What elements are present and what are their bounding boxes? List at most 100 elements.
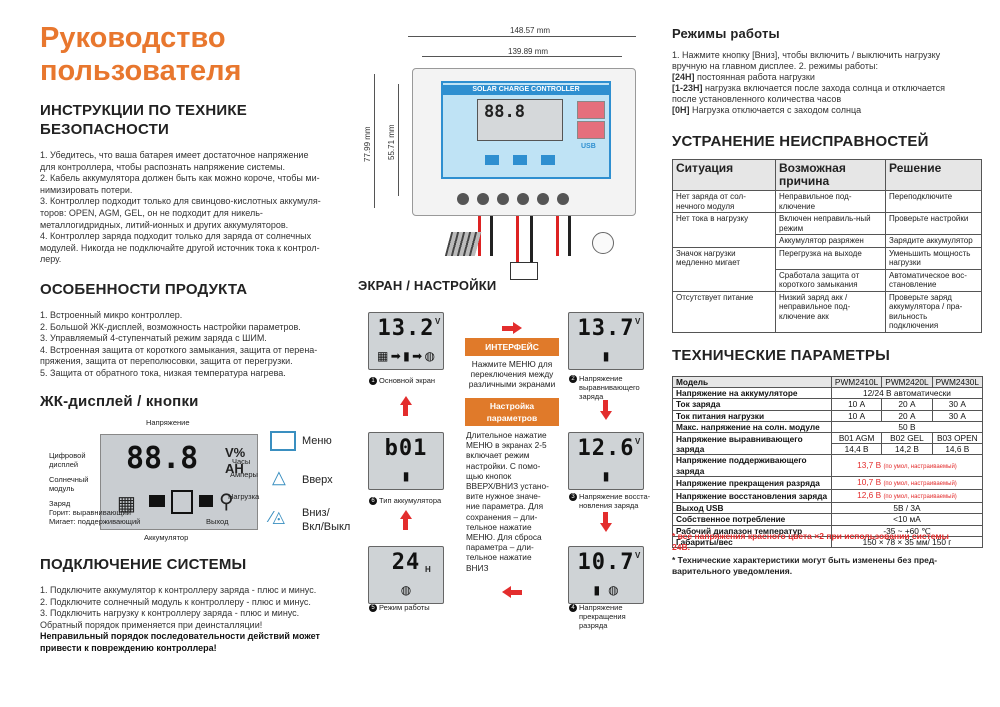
page-title: Руководство пользователя: [40, 22, 242, 87]
screen-4: 10.7 V ▮◍: [568, 546, 644, 604]
label-charge: Заряд: [49, 499, 71, 508]
lcd-panel: 88.8 V% AH ▦ ⚲: [100, 434, 258, 530]
solar-panel-icon: [444, 232, 482, 256]
controller-body: SOLAR CHARGE CONTROLLER 88.8 USB: [412, 68, 636, 216]
menu-button-icon: [270, 431, 296, 451]
label-voltage: Напряжение: [146, 418, 190, 427]
arrow-up-icon: [400, 510, 412, 519]
modes-heading: Режимы работы: [672, 26, 780, 41]
screen-3-unit: V: [635, 437, 641, 446]
label-load: Нагрузка: [228, 492, 260, 501]
arrow-down-icon: [600, 523, 612, 532]
usb-port-top: [577, 101, 605, 119]
screen-3-value: 12.6: [577, 436, 635, 461]
controller-lcd-value: 88.8: [484, 102, 525, 122]
up-button-label: Вверх: [302, 474, 333, 486]
controller-lcd: 88.8: [477, 99, 563, 141]
arrow-up-shaft: [403, 518, 408, 530]
battery-icon: ▮: [403, 349, 410, 363]
arrow-left-shaft: [510, 590, 522, 595]
screen-5-icons: ◍: [377, 581, 435, 599]
screen-3: 12.6 V ▮: [568, 432, 644, 490]
up-button-icon: △: [272, 467, 286, 487]
bulb-icon: ◍: [400, 583, 412, 597]
screen-2-unit: V: [635, 317, 641, 326]
safety-heading: ИНСТРУКЦИИ ПО ТЕХНИКЕ БЕЗОПАСНОСТИ: [40, 102, 247, 138]
modes-text: 1. Нажмите кнопку [Вниз], чтобы включить…: [672, 50, 945, 115]
connection-heading: ПОДКЛЮЧЕНИЕ СИСТЕМЫ: [40, 556, 247, 573]
menu-key-icon: [485, 155, 499, 165]
arrow-icon: ➡: [390, 349, 401, 363]
bulb-icon: ⚲: [219, 491, 234, 513]
screen-1-unit: V: [435, 317, 441, 326]
menu-button-label: Меню: [302, 435, 332, 447]
dim-height-inner: 55.71 mm: [387, 124, 396, 160]
screen-5-unit: H: [425, 565, 431, 574]
features-heading: ОСОБЕННОСТИ ПРОДУКТА: [40, 281, 248, 298]
arrow-out-icon: [199, 495, 213, 507]
column-header: Ситуация: [672, 159, 776, 191]
arrow-in-icon: [149, 495, 165, 507]
down-button-label: Вниз/Вкл/Выкл: [302, 507, 351, 533]
label-burning: Горит: выравнивающий: [49, 508, 131, 517]
bulb-icon: ◍: [424, 349, 435, 363]
specs-note-red: * все напряжения красного цвета ×2 при и…: [672, 531, 949, 552]
label-output: Выход: [206, 517, 229, 526]
down-button-icon: ⁄◬: [270, 509, 285, 526]
screen-5: 24 H ◍: [368, 546, 444, 604]
interface-label: ИНТЕРФЕЙС: [465, 338, 559, 356]
table-header-row: Ситуация Возможная причина Решение: [672, 159, 982, 191]
troubleshooting-heading: УСТРАНЕНИЕ НЕИСПРАВНОСТЕЙ: [672, 133, 929, 150]
arrow-right-shaft: [502, 326, 514, 331]
features-text: 1. Встроенный микро контроллер.2. Большо…: [40, 310, 318, 378]
connection-text: 1. Подключите аккумулятор к контроллеру …: [40, 585, 320, 653]
arrow-down-icon: [600, 411, 612, 420]
screen-4-value: 10.7: [577, 550, 635, 575]
bulb-icon: [592, 232, 614, 254]
usb-label: USB: [581, 143, 596, 150]
screens-heading: ЭКРАН / НАСТРОЙКИ: [358, 278, 497, 293]
dim-height-outer: 77.99 mm: [363, 126, 372, 162]
screen-1: 13.2 V ▦➡▮➡◍: [368, 312, 444, 370]
label-amps: Амперы: [230, 470, 258, 479]
battery-icon: [171, 490, 193, 514]
up-key-icon: [513, 155, 527, 165]
table-row: Модель PWM2410L PWM2420L PWM2430L: [672, 375, 984, 389]
down-key-icon: [541, 155, 555, 165]
screen-2: 13.7 V ▮: [568, 312, 644, 370]
dim-width-outer: 148.57 mm: [508, 26, 553, 35]
usb-port-bottom: [577, 121, 605, 139]
troubleshooting-table: Ситуация Возможная причина Решение Нет з…: [672, 159, 982, 333]
lcd-panel-unit-bottom: AH: [225, 461, 244, 476]
screen-1-value: 13.2: [377, 316, 435, 341]
screen-6-value: b01: [384, 436, 428, 461]
panel-title: SOLAR CHARGE CONTROLLER: [443, 85, 609, 95]
bulb-icon: ◍: [608, 583, 619, 597]
battery-icon: [510, 262, 538, 280]
specs-heading: ТЕХНИЧЕСКИЕ ПАРАМЕТРЫ: [672, 347, 890, 364]
wire: [556, 216, 559, 256]
column-header: Возможная причина: [775, 159, 886, 191]
label-battery: Аккумулятор: [144, 533, 189, 542]
screen-6: b01 ▮: [368, 432, 444, 490]
device-drawing: 148.57 mm 139.89 mm 77.99 mm 55.71 mm SO…: [360, 22, 660, 287]
screen-4-unit: V: [635, 551, 641, 560]
lcd-panel-value: 88.8: [126, 441, 199, 476]
wire: [490, 216, 493, 256]
